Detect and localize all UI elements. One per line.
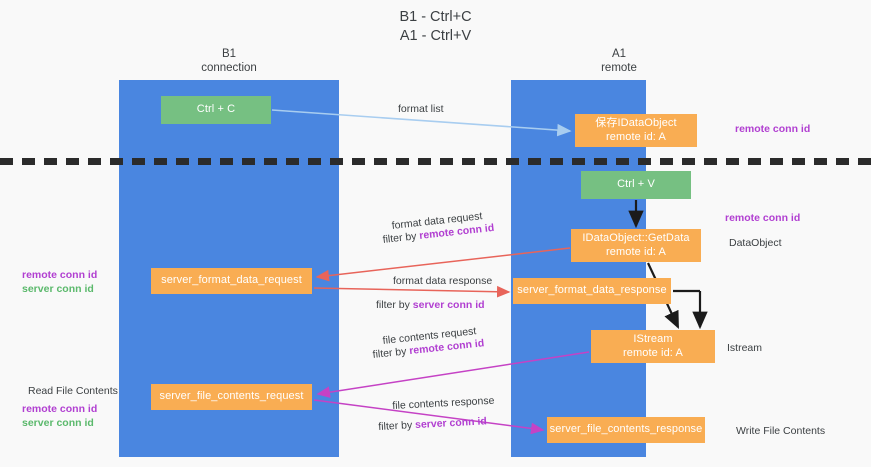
node-server-format-data-response[interactable]: server_format_data_response — [513, 278, 671, 304]
legend-server-conn-id: server conn id — [22, 283, 94, 295]
node-ctrl-c[interactable]: Ctrl + C — [161, 96, 271, 124]
panel-b1-bottom — [119, 162, 339, 457]
edge-label-file-contents-response-filter: filter by server conn id — [378, 414, 487, 434]
panel-a1-bottom — [511, 162, 646, 457]
edge-label-format-data-response: format data response — [393, 275, 493, 287]
column-header-b1: B1 connection — [201, 48, 257, 74]
node-idataobject-getdata[interactable]: IDataObject::GetData remote id: A — [571, 229, 701, 262]
node-ctrl-v[interactable]: Ctrl + V — [581, 171, 691, 199]
page-title: B1 - Ctrl+C A1 - Ctrl+V — [399, 9, 472, 44]
legend-format-data: remote conn id server conn id — [22, 268, 97, 296]
legend-remote-conn-id: remote conn id — [22, 269, 98, 281]
node-istream[interactable]: IStream remote id: A — [591, 330, 715, 363]
side-label-dataobject: DataObject — [729, 237, 782, 249]
edge-label-format-data-response-filter: filter by server conn id — [376, 298, 485, 312]
edge-format-data-response — [313, 285, 511, 298]
legend-remote-conn-id: remote conn id — [22, 403, 98, 415]
legend-server-conn-id: server conn id — [22, 417, 94, 429]
node-server-file-contents-response[interactable]: server_file_contents_response — [547, 417, 705, 443]
filter-prefix: filter by — [382, 230, 420, 246]
node-idataobject[interactable]: 保存IDataObject remote id: A — [575, 114, 697, 147]
side-label-write-file-contents: Write File Contents — [736, 425, 826, 437]
side-label-istream: Istream — [727, 342, 763, 354]
column-header-a1: A1 remote — [601, 48, 637, 74]
edge-label-file-contents-response: file contents response — [392, 394, 495, 412]
side-label-remote-conn-id-mid: remote conn id — [725, 212, 801, 224]
node-server-file-contents-request[interactable]: server_file_contents_request — [151, 384, 312, 410]
edge-label-format-list: format list — [398, 103, 444, 115]
phase-divider — [0, 158, 871, 165]
side-label-read-file-contents: Read File Contents — [28, 385, 118, 397]
node-server-format-data-request[interactable]: server_format_data_request — [151, 268, 312, 294]
legend-file-contents: remote conn id server conn id — [22, 402, 97, 430]
filter-key-server-conn-id: server conn id — [412, 299, 485, 311]
filter-prefix: filter by — [378, 419, 416, 433]
side-label-remote-conn-id-top: remote conn id — [735, 123, 811, 135]
filter-key-server-conn-id: server conn id — [414, 415, 488, 432]
filter-prefix: filter by — [376, 299, 413, 311]
filter-prefix: filter by — [372, 345, 410, 361]
